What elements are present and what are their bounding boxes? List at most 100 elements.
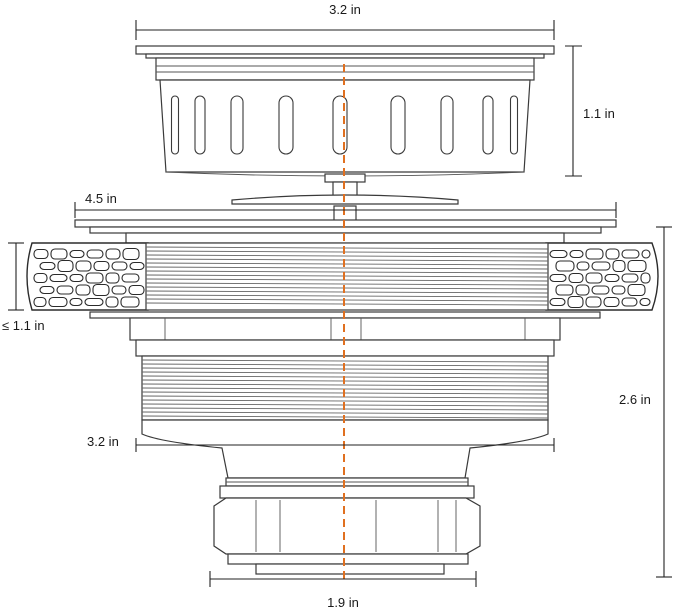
stone: [39, 285, 55, 295]
stone: [93, 260, 110, 272]
stone: [33, 296, 47, 308]
stone: [611, 285, 626, 295]
sink-thickness-label: ≤ 1.1 in: [2, 318, 45, 333]
thread-line: [145, 270, 549, 274]
stone: [33, 248, 49, 260]
thread-line: [141, 383, 549, 387]
sink-wall-left: [26, 242, 149, 311]
stone: [549, 273, 567, 283]
thread-line: [141, 359, 549, 363]
dimension-body-width: 3.2 in: [87, 434, 555, 452]
stone: [50, 248, 68, 260]
dimension-body-height: 2.6 in: [619, 226, 672, 578]
stone: [39, 261, 56, 271]
sink-flange: [74, 219, 617, 244]
stone: [111, 285, 127, 295]
thread-line: [145, 246, 549, 250]
stone: [555, 260, 575, 272]
stone: [121, 273, 140, 283]
thread-line: [145, 262, 549, 266]
stone: [69, 273, 84, 283]
basket-width-label: 3.2 in: [329, 2, 361, 17]
stone: [49, 273, 68, 283]
stone: [621, 273, 639, 283]
outlet-coupling: [213, 477, 481, 575]
stone: [603, 296, 620, 308]
stone: [567, 295, 584, 309]
stone: [111, 261, 128, 271]
dimension-flange-width: 4.5 in: [74, 191, 617, 218]
stone: [105, 272, 120, 284]
body-height-label: 2.6 in: [619, 392, 651, 407]
stone: [585, 248, 604, 260]
stone: [129, 261, 145, 271]
stone: [585, 296, 602, 308]
stone: [612, 259, 626, 273]
stone: [75, 260, 92, 272]
stone: [641, 249, 651, 259]
thread-line: [145, 266, 549, 270]
thread-line: [145, 250, 549, 254]
basket-slot: [440, 95, 454, 155]
stone: [568, 272, 584, 284]
basket-slot: [230, 95, 244, 155]
stone: [86, 249, 104, 259]
stone: [604, 273, 620, 283]
basket-slot: [194, 95, 206, 155]
stone: [621, 249, 640, 259]
basket-slot: [509, 95, 519, 155]
stone: [69, 249, 85, 259]
outlet-width-label: 1.9 in: [327, 595, 359, 610]
thread-line: [141, 371, 549, 375]
strainer-basket: [135, 45, 555, 223]
sink-wall-right: [545, 242, 659, 311]
dimension-sink-thickness: ≤ 1.1 in: [2, 242, 45, 333]
basket-slot: [390, 95, 406, 155]
thread-line: [145, 258, 549, 262]
stone: [627, 283, 646, 297]
stone: [575, 284, 590, 296]
stone: [84, 297, 104, 307]
flange-width-label: 4.5 in: [85, 191, 117, 206]
basket-slot: [482, 95, 494, 155]
stone: [569, 249, 584, 259]
stone: [621, 297, 638, 307]
stone: [591, 261, 611, 271]
stone: [591, 285, 610, 295]
stone: [585, 272, 603, 284]
stone: [576, 261, 590, 271]
stone: [627, 259, 647, 273]
thread-line: [145, 278, 549, 282]
thread-line: [141, 399, 549, 403]
stone: [57, 259, 74, 273]
stone: [639, 297, 651, 307]
basket-height-label: 1.1 in: [583, 106, 615, 121]
thread-line: [145, 254, 549, 258]
stone: [549, 297, 566, 307]
stone: [128, 284, 145, 296]
stone: [605, 248, 620, 260]
stone: [555, 284, 574, 296]
thread-line: [145, 302, 549, 306]
stone: [56, 285, 74, 295]
thread-line: [145, 298, 549, 302]
dimension-outlet-width: 1.9 in: [209, 571, 477, 610]
stone: [92, 283, 110, 297]
thread-line: [145, 286, 549, 290]
stone: [549, 249, 568, 259]
basket-slots: [170, 95, 519, 155]
thread-line: [145, 294, 549, 298]
thread-line: [145, 274, 549, 278]
stone: [640, 272, 651, 284]
threaded-body-upper: [145, 242, 549, 311]
stone: [85, 272, 104, 284]
thread-line: [141, 411, 549, 415]
thread-line: [145, 290, 549, 294]
basket-slot: [278, 95, 294, 155]
stone: [122, 247, 140, 261]
stone: [75, 284, 91, 296]
body-width-label: 3.2 in: [87, 434, 119, 449]
dimension-basket-height: 1.1 in: [565, 45, 615, 177]
dimension-basket-width: 3.2 in: [135, 2, 555, 40]
